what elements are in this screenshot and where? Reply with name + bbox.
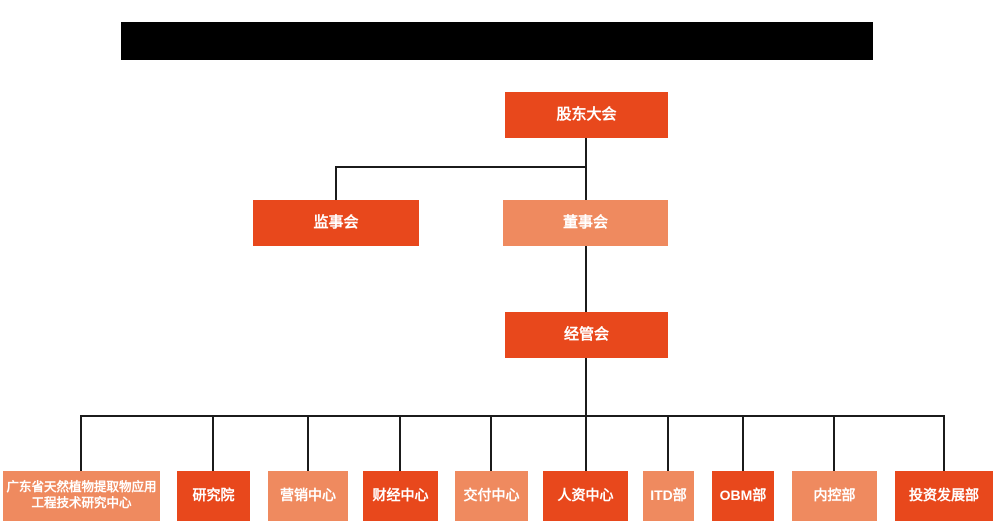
org-node-label: 营销中心 (280, 487, 336, 504)
connector-drop-dept-5 (490, 415, 492, 471)
org-node-label: 内控部 (813, 487, 856, 504)
org-node-label: 董事会 (562, 213, 608, 231)
org-node-label: 人资中心 (557, 487, 614, 504)
connector-management-down (585, 358, 587, 417)
org-node-label: 股东大会 (556, 105, 617, 123)
org-node-label: 经管会 (563, 325, 609, 343)
connector-drop-dept-6 (585, 415, 587, 471)
connector-root-down (585, 138, 587, 200)
connector-board-to-management (585, 246, 587, 312)
org-node-shareholders-meeting: 股东大会 (505, 92, 668, 138)
redacted-title-bar (121, 22, 873, 60)
org-node-dept-obm: OBM部 (712, 471, 774, 521)
connector-drop-dept-4 (399, 415, 401, 471)
org-node-dept-finance-center: 财经中心 (363, 471, 438, 521)
org-node-label: 交付中心 (463, 487, 520, 504)
org-node-label: 监事会 (313, 213, 359, 231)
connector-drop-dept-10 (943, 415, 945, 471)
connector-drop-dept-2 (212, 415, 214, 471)
org-node-dept-delivery-center: 交付中心 (455, 471, 528, 521)
org-node-dept-investment-development: 投资发展部 (895, 471, 993, 521)
connector-supervisory-drop (335, 166, 337, 200)
org-node-label: OBM部 (719, 487, 767, 504)
connector-drop-dept-8 (742, 415, 744, 471)
org-node-dept-marketing-center: 营销中心 (268, 471, 348, 521)
connector-bus-horizontal (80, 415, 945, 417)
org-node-dept-hr-center: 人资中心 (543, 471, 628, 521)
org-node-supervisory-board: 监事会 (253, 200, 419, 246)
connector-branch-horizontal (335, 166, 587, 168)
org-node-dept-itd: ITD部 (643, 471, 694, 521)
connector-drop-dept-9 (833, 415, 835, 471)
org-node-board-of-directors: 董事会 (503, 200, 668, 246)
org-node-label: 财经中心 (372, 487, 429, 504)
org-node-management-committee: 经管会 (505, 312, 668, 358)
connector-drop-dept-3 (307, 415, 309, 471)
org-node-label: 投资发展部 (909, 487, 979, 504)
connector-drop-dept-1 (80, 415, 82, 471)
org-node-label: ITD部 (650, 487, 687, 504)
org-node-dept-research-center: 广东省天然植物提取物应用工程技术研究中心 (3, 471, 160, 521)
org-node-dept-research-institute: 研究院 (177, 471, 250, 521)
org-node-dept-internal-control: 内控部 (792, 471, 877, 521)
connector-drop-dept-7 (667, 415, 669, 471)
org-node-label: 研究院 (192, 487, 235, 504)
org-node-label: 广东省天然植物提取物应用工程技术研究中心 (6, 480, 157, 510)
